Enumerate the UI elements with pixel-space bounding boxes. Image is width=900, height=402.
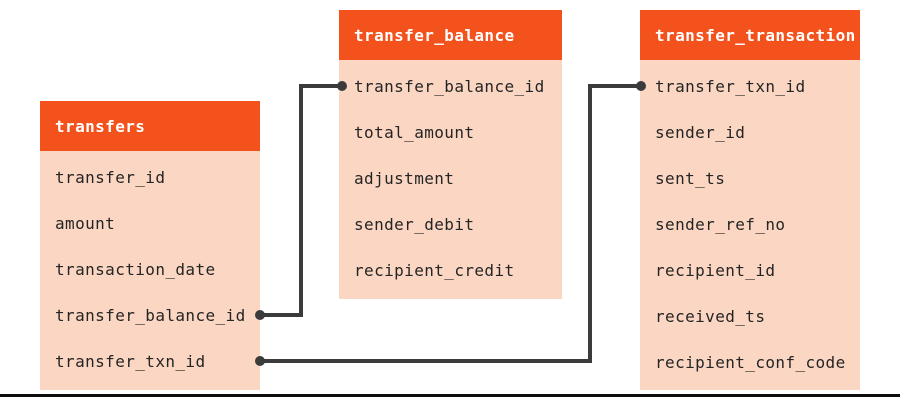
table-transfer-balance[interactable]: transfer_balance transfer_balance_id tot…: [339, 10, 562, 299]
field-row-recipient-id: recipient_id: [640, 247, 860, 293]
table-transfer-transaction-title: transfer_transaction: [655, 25, 856, 45]
table-transfer-transaction[interactable]: transfer_transaction transfer_txn_id sen…: [640, 10, 860, 390]
field-label: transfer_balance_id: [55, 305, 246, 325]
field-label: recipient_credit: [354, 260, 515, 280]
field-row-adjustment: adjustment: [339, 155, 562, 201]
field-label: transfer_balance_id: [354, 76, 545, 96]
field-row-transfer-id: transfer_id: [40, 154, 260, 200]
field-label: recipient_id: [655, 260, 776, 280]
field-row-recipient-credit: recipient_credit: [339, 247, 562, 293]
table-transfers-title: transfers: [55, 116, 146, 136]
field-label: sender_debit: [354, 214, 475, 234]
field-label: sent_ts: [655, 168, 726, 188]
field-row-recipient-conf-code: recipient_conf_code: [640, 339, 860, 385]
field-row-sender-ref-no: sender_ref_no: [640, 201, 860, 247]
field-label: transfer_txn_id: [55, 351, 206, 371]
table-transfer-transaction-header: transfer_transaction: [640, 10, 860, 60]
field-label: recipient_conf_code: [655, 352, 846, 372]
field-row-received-ts: received_ts: [640, 293, 860, 339]
table-transfer-balance-title: transfer_balance: [354, 25, 515, 45]
field-row-sent-ts: sent_ts: [640, 155, 860, 201]
field-row-transfer-txn-id: transfer_txn_id: [640, 63, 860, 109]
field-row-transfer-balance-id: transfer_balance_id: [339, 63, 562, 109]
field-row-transfer-txn-id: transfer_txn_id: [40, 338, 260, 384]
field-row-sender-debit: sender_debit: [339, 201, 562, 247]
table-transfer-balance-header: transfer_balance: [339, 10, 562, 60]
field-row-transaction-date: transaction_date: [40, 246, 260, 292]
field-label: sender_id: [655, 122, 746, 142]
table-transfers-header: transfers: [40, 101, 260, 151]
field-label: transfer_id: [55, 167, 166, 187]
field-row-total-amount: total_amount: [339, 109, 562, 155]
field-row-sender-id: sender_id: [640, 109, 860, 155]
table-transfer-balance-body: transfer_balance_id total_amount adjustm…: [339, 60, 562, 299]
field-label: amount: [55, 213, 116, 233]
table-transfers[interactable]: transfers transfer_id amount transaction…: [40, 101, 260, 390]
bottom-border-rule: [0, 394, 900, 397]
table-transfer-transaction-body: transfer_txn_id sender_id sent_ts sender…: [640, 60, 860, 390]
connector-transfers-to-transfer-balance: [255, 81, 347, 320]
field-label: total_amount: [354, 122, 475, 142]
field-label: sender_ref_no: [655, 214, 786, 234]
field-label: transfer_txn_id: [655, 76, 806, 96]
field-row-transfer-balance-id: transfer_balance_id: [40, 292, 260, 338]
field-label: received_ts: [655, 306, 766, 326]
field-label: adjustment: [354, 168, 455, 188]
field-label: transaction_date: [55, 259, 216, 279]
field-row-amount: amount: [40, 200, 260, 246]
table-transfers-body: transfer_id amount transaction_date tran…: [40, 151, 260, 390]
